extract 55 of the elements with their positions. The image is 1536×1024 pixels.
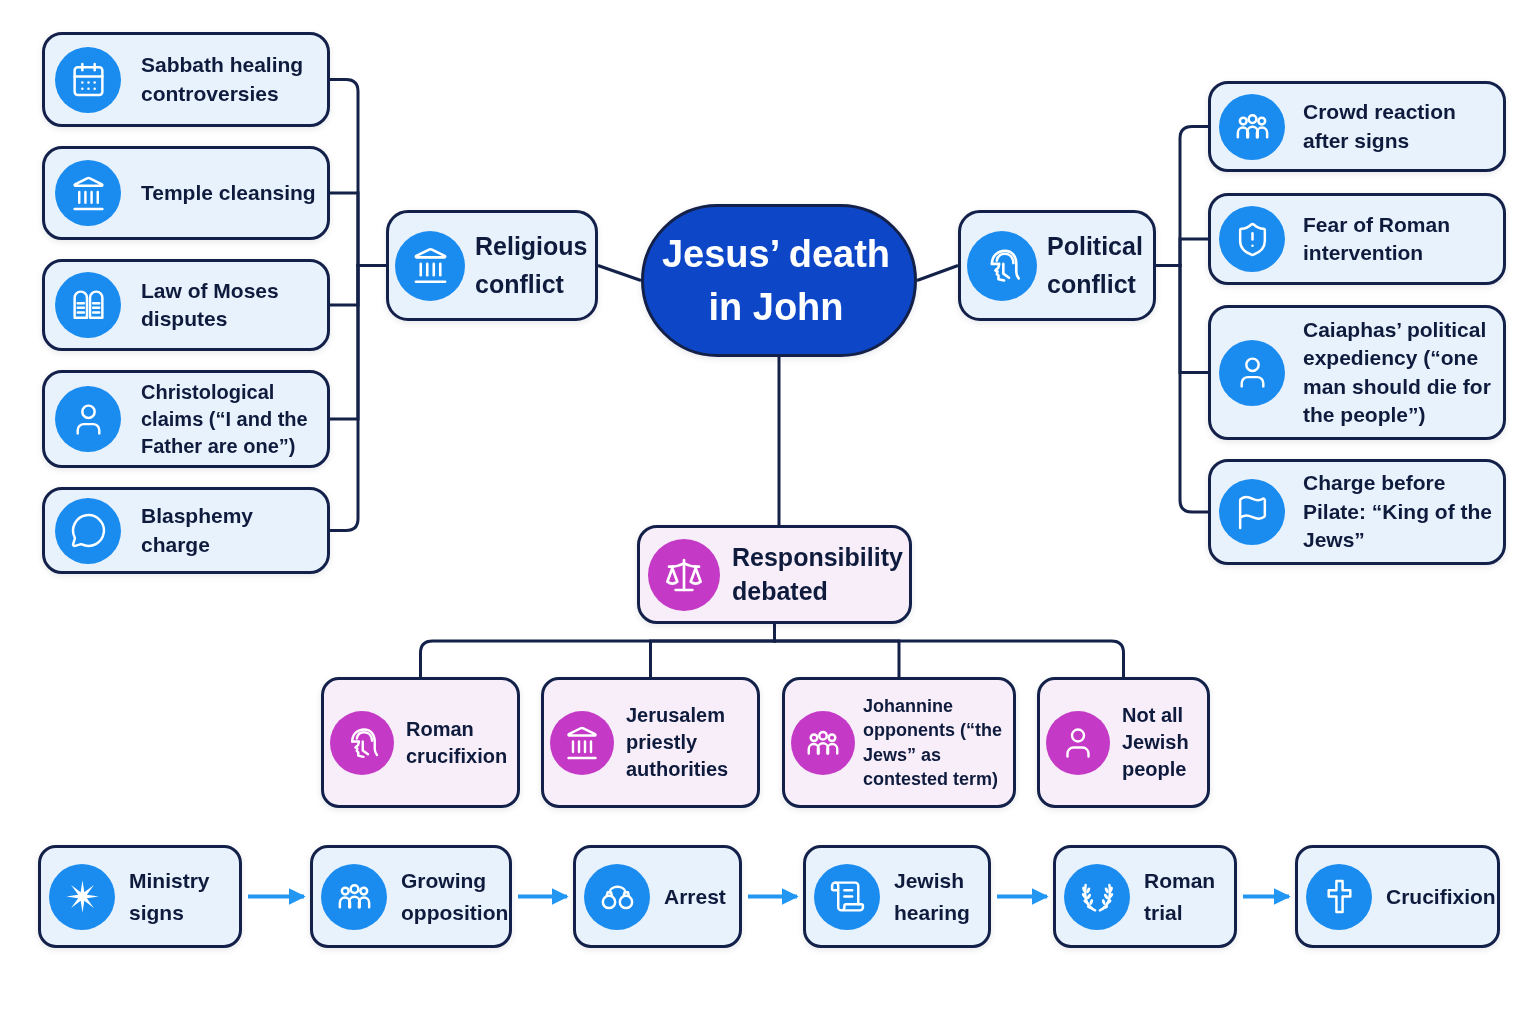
category-box	[637, 525, 912, 624]
item-box	[42, 32, 330, 127]
node-label: Political conflict	[1047, 231, 1144, 300]
node-label: Jewish hearing	[894, 868, 971, 926]
node-label: Fear of Roman intervention	[1303, 211, 1452, 266]
node-label: Christological claims (“I and the Father are one”)	[141, 379, 309, 459]
node-label: Blasphemy charge	[141, 503, 255, 558]
arrow	[518, 888, 569, 905]
node-label: Roman trial	[1144, 868, 1217, 926]
node-label: Growing opposition	[401, 868, 509, 926]
connector-line	[597, 264, 642, 282]
node-label: Crowd reaction after signs	[1303, 99, 1457, 154]
node-label: Johannine opponents (“the Jews” as contested term)	[863, 694, 1003, 791]
connector-line	[330, 264, 386, 532]
item-box	[1208, 459, 1506, 565]
arrow	[997, 888, 1049, 905]
item-box	[321, 677, 520, 808]
node-label: Ministry signs	[129, 868, 211, 926]
item-box	[541, 677, 760, 808]
item-box	[1208, 193, 1506, 285]
item-box	[42, 146, 330, 240]
node-label: Jesus’ death in John	[660, 232, 892, 330]
item-box	[42, 487, 330, 574]
arrow	[748, 888, 799, 905]
item-box	[1208, 81, 1506, 172]
step-box	[310, 845, 512, 948]
node-label: Responsibility debated	[732, 541, 903, 607]
category-box	[958, 210, 1156, 321]
category-box	[386, 210, 598, 321]
step-box	[573, 845, 742, 948]
node-label: Crucifixion	[1386, 883, 1496, 910]
item-box	[42, 259, 330, 351]
step-box	[1053, 845, 1237, 948]
step-box	[38, 845, 242, 948]
step-box	[1295, 845, 1500, 948]
connector-line	[773, 624, 1125, 677]
item-box	[1208, 305, 1506, 440]
item-box	[1037, 677, 1210, 808]
node-label: Religious conflict	[475, 231, 589, 300]
connector-line	[916, 264, 959, 282]
arrow	[248, 888, 306, 905]
node-label: Sabbath healing controversies	[141, 52, 305, 107]
node-label: Not all Jewish people	[1122, 703, 1190, 782]
node-label: Jerusalem priestly authorities	[626, 703, 730, 782]
node-label: Roman crucifixion	[406, 716, 509, 769]
node-label: Arrest	[664, 883, 726, 910]
step-box	[803, 845, 991, 948]
node-label: Caiaphas’ political expediency (“one man should die for the people”)	[1303, 316, 1492, 428]
node-label: Law of Moses disputes	[141, 277, 280, 332]
item-box	[42, 370, 330, 468]
node-label: Temple cleansing	[141, 179, 316, 206]
connector-line	[777, 357, 781, 525]
arrow	[1243, 888, 1291, 905]
node-label: Charge before Pilate: “King of the Jews”	[1303, 470, 1493, 554]
item-box	[782, 677, 1016, 808]
